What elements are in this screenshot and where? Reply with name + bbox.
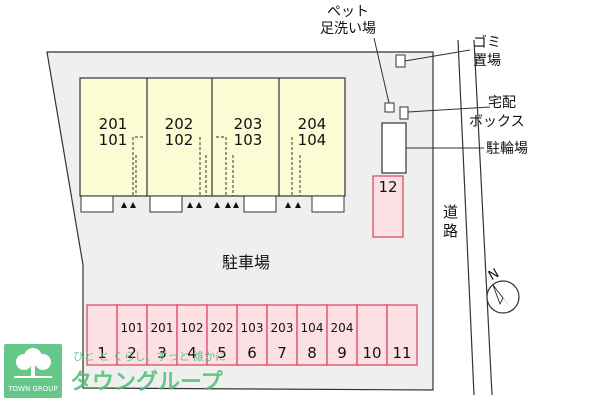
entry-paths — [132, 136, 301, 196]
slot-number: 8 — [307, 344, 317, 362]
brand-english: TOWN GROUP — [7, 385, 57, 393]
pet-wash-label-line1: ペット — [327, 4, 369, 20]
parking-slot-box — [356, 304, 388, 366]
parking-slot: 10 — [356, 304, 388, 366]
road-label-line2: 路 — [443, 222, 458, 240]
parking-slot: 101 2 — [116, 304, 148, 366]
delivery-box-label-line1: 宅配 — [488, 95, 516, 111]
slot-unit-label: 202 — [211, 321, 234, 335]
north-compass-icon: N — [486, 266, 520, 314]
slot-unit-label: 201 — [151, 321, 174, 335]
slot-number: 4 — [187, 344, 197, 362]
slot-unit-label: 101 — [121, 321, 144, 335]
slot-unit-label: 204 — [331, 321, 354, 335]
unit-upper-number: 204 — [298, 115, 327, 133]
garbage-label-line2: 置場 — [473, 53, 501, 69]
slot-unit-label: 102 — [181, 321, 204, 335]
delivery-box-label-line2: ボックス — [469, 114, 525, 130]
unit-2: 202 102 — [165, 115, 194, 149]
road-label-line1: 道 — [443, 203, 458, 221]
unit-lower-number: 103 — [234, 131, 263, 149]
unit-lower-number: 101 — [99, 131, 128, 149]
town-group-watermark: TOWN GROUP ひと と くらし、ずっと 誰かに タウングループ — [4, 344, 226, 398]
slot-number: 1 — [97, 344, 107, 362]
unit-4: 204 104 — [298, 115, 327, 149]
slot-number: 7 — [277, 344, 287, 362]
tree-logo-icon — [14, 348, 52, 378]
entrance-porches — [80, 195, 345, 213]
slot-number: 6 — [247, 344, 257, 362]
parking-slot: 1 — [86, 304, 118, 366]
unit-upper-number: 203 — [234, 115, 263, 133]
bicycle-parking — [381, 122, 407, 174]
slot-number: 5 — [217, 344, 227, 362]
slot-number: 3 — [157, 344, 167, 362]
parking-slot-box — [176, 304, 208, 366]
slot-number: 9 — [337, 344, 347, 362]
parking-slot-box — [146, 304, 178, 366]
slot-unit-label: 104 — [301, 321, 324, 335]
slot-number: 11 — [392, 344, 411, 362]
parking-slot: 102 4 — [176, 304, 208, 366]
pet-wash-station — [384, 102, 395, 113]
unit-lower-number: 104 — [298, 131, 327, 149]
unit-3: 203 103 — [234, 115, 263, 149]
parking-slot: 104 8 — [296, 304, 328, 366]
slot-unit-label: 103 — [241, 321, 264, 335]
pet-wash-label-line2: 足洗い場 — [320, 21, 376, 37]
bike-parking-label: 駐輪場 — [486, 140, 528, 157]
brand-tagline: ひと と くらし、ずっと 誰かに — [73, 349, 226, 363]
brand-japanese: タウングループ — [70, 369, 224, 395]
entrance-arrow-icons — [121, 202, 301, 208]
slot-number: 2 — [127, 344, 137, 362]
parking-lot-label: 駐車場 — [222, 253, 270, 272]
apartment-building: 201 101 202 102 203 103 204 104 — [79, 77, 346, 197]
unit-upper-number: 201 — [99, 115, 128, 133]
slot-unit-label: 203 — [271, 321, 294, 335]
road — [457, 39, 493, 396]
parking-slot-box — [296, 304, 328, 366]
parking-slot-box — [116, 304, 148, 366]
unit-lower-number: 102 — [165, 131, 194, 149]
parking-slot-box — [86, 304, 118, 366]
garbage-label-line1: ゴミ — [473, 34, 501, 51]
slot-number: 12 — [378, 178, 397, 196]
parking-slot: 11 — [386, 304, 418, 366]
parking-slot-12: 12 — [372, 175, 404, 238]
delivery-box — [399, 106, 409, 120]
garbage-station — [395, 54, 406, 68]
unit-1: 201 101 — [99, 115, 128, 149]
unit-upper-number: 202 — [165, 115, 194, 133]
slot-number: 10 — [362, 344, 381, 362]
parking-slot-box — [386, 304, 418, 366]
parking-slot-box — [266, 304, 298, 366]
parking-slot: 103 6 — [236, 304, 268, 366]
leader-lines — [373, 37, 491, 149]
